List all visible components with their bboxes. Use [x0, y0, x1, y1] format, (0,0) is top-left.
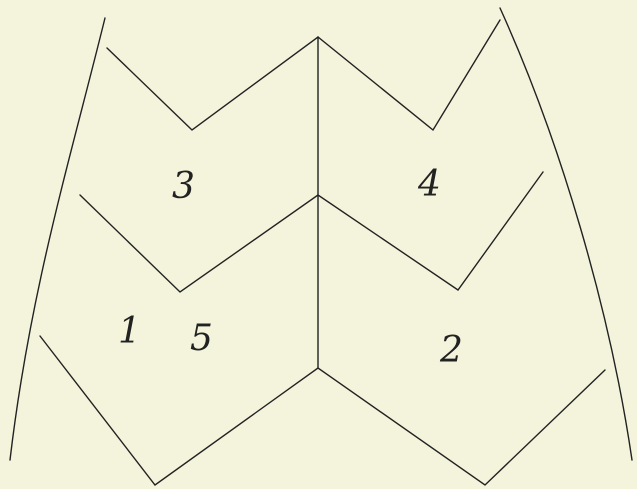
- right-outline-curve: [500, 8, 632, 460]
- bottom-chevron-line: [40, 336, 605, 485]
- label-1: 1: [118, 311, 141, 352]
- label-5: 5: [190, 318, 213, 359]
- label-2: 2: [439, 330, 463, 371]
- left-outline-curve: [10, 18, 105, 460]
- middle-chevron-line: [80, 172, 543, 292]
- top-chevron-line: [107, 20, 500, 130]
- label-3: 3: [172, 166, 195, 207]
- label-4: 4: [417, 164, 441, 205]
